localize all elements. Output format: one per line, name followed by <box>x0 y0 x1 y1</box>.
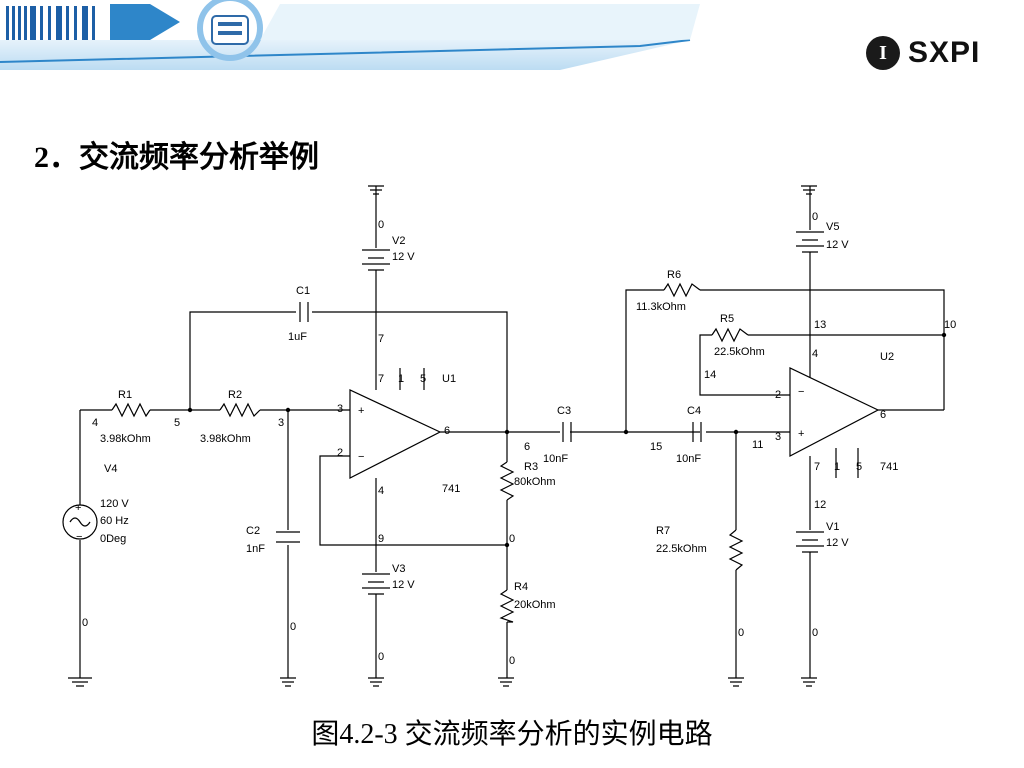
c1-name: C1 <box>296 285 310 297</box>
u1-minus: − <box>358 451 364 463</box>
r7-value: 22.5kOhm <box>656 543 707 555</box>
u2-pin-4: 4 <box>812 348 818 360</box>
u2-pin-6: 6 <box>880 409 886 421</box>
source-plus: + <box>75 502 81 514</box>
v3-value: 12 V <box>392 579 415 591</box>
u1-name: U1 <box>442 373 456 385</box>
u2-model: 741 <box>880 461 898 473</box>
sxpi-logo-icon: I <box>866 36 900 70</box>
r5-value: 22.5kOhm <box>714 346 765 358</box>
u2-pin-5: 5 <box>856 461 862 473</box>
v3-name: V3 <box>392 563 405 575</box>
logo-text: SXPI <box>908 36 981 69</box>
node-0: 0 <box>738 627 744 639</box>
v1-value: 12 V <box>826 537 849 549</box>
node-0: 0 <box>82 617 88 629</box>
pin-6: 6 <box>444 425 450 437</box>
pin-7: 7 <box>378 373 384 385</box>
pin-2: 2 <box>337 447 343 459</box>
node-5: 5 <box>174 417 180 429</box>
v5-name: V5 <box>826 221 839 233</box>
circuit-diagram: R1 3.98kOhm R2 3.98kOhm R3 80kOhm R4 20k… <box>62 185 956 687</box>
c3-value: 10nF <box>543 453 568 465</box>
node-0: 0 <box>290 621 296 633</box>
r6-value: 11.3kOhm <box>636 301 686 313</box>
node-11: 11 <box>752 439 763 451</box>
u2-name: U2 <box>880 351 894 363</box>
ac-source-icon <box>62 504 98 540</box>
node-0: 0 <box>812 211 818 223</box>
u2-plus: + <box>798 428 804 440</box>
resistor-icon <box>111 282 749 623</box>
r4-value: 20kOhm <box>514 599 556 611</box>
u2-pin-1: 1 <box>834 461 840 473</box>
v4-name: V4 <box>104 463 117 475</box>
pin-4: 4 <box>378 485 384 497</box>
pin-1: 1 <box>398 373 404 385</box>
v4-frequency: 60 Hz <box>100 515 129 527</box>
node-14: 14 <box>704 369 716 381</box>
v2-value: 12 V <box>392 251 415 263</box>
node-0: 0 <box>378 219 384 231</box>
ground-icon <box>68 185 817 687</box>
node-6: 6 <box>524 441 530 453</box>
u2-pin-7: 7 <box>814 461 820 473</box>
u1-plus: + <box>358 405 364 417</box>
r1-value: 3.98kOhm <box>100 433 151 445</box>
c1-value: 1uF <box>288 331 307 343</box>
r2-value: 3.98kOhm <box>200 433 251 445</box>
r3-name: R3 <box>524 461 538 473</box>
source-minus: − <box>76 531 82 543</box>
barcode-decoration <box>6 6 95 40</box>
v1-name: V1 <box>826 521 839 533</box>
r7-name: R7 <box>656 525 670 537</box>
node-12: 12 <box>814 499 826 511</box>
node-0: 0 <box>509 655 515 667</box>
c4-value: 10nF <box>676 453 701 465</box>
c2-name: C2 <box>246 525 260 537</box>
v4-amplitude: 120 V <box>100 498 129 510</box>
v5-value: 12 V <box>826 239 849 251</box>
u1-model: 741 <box>442 483 460 495</box>
u2-pin-3: 3 <box>775 431 781 443</box>
pin-5: 5 <box>420 373 426 385</box>
emblem-icon <box>197 0 263 61</box>
node-0: 0 <box>812 627 818 639</box>
pin-3: 3 <box>337 403 343 415</box>
section-title: 2．交流频率分析举例 <box>34 141 319 174</box>
figure-caption: 图4.2-3 交流频率分析的实例电路 <box>311 719 713 750</box>
r6-name: R6 <box>667 269 681 281</box>
r5-name: R5 <box>720 313 734 325</box>
node-0: 0 <box>509 533 515 545</box>
node-7: 7 <box>378 333 384 345</box>
opamp-u1-icon <box>349 389 442 479</box>
c2-value: 1nF <box>246 543 265 555</box>
node-0: 0 <box>378 651 384 663</box>
r3-value: 80kOhm <box>514 476 556 488</box>
u2-pin-2: 2 <box>775 389 781 401</box>
r4-name: R4 <box>514 581 528 593</box>
v2-name: V2 <box>392 235 405 247</box>
node-3: 3 <box>278 417 284 429</box>
r2-name: R2 <box>228 389 242 401</box>
node-13: 13 <box>814 319 826 331</box>
opamp-u2-icon <box>789 367 880 457</box>
node-15: 15 <box>650 441 662 453</box>
capacitor-icon <box>276 302 702 543</box>
u2-minus: − <box>798 386 804 398</box>
battery-icon <box>362 231 824 595</box>
v4-phase: 0Deg <box>100 533 126 545</box>
node-9: 9 <box>378 533 384 545</box>
node-4: 4 <box>92 417 98 429</box>
node-10: 10 <box>944 319 956 331</box>
r1-name: R1 <box>118 389 132 401</box>
header-banner <box>0 0 1024 84</box>
c4-name: C4 <box>687 405 701 417</box>
c3-name: C3 <box>557 405 571 417</box>
